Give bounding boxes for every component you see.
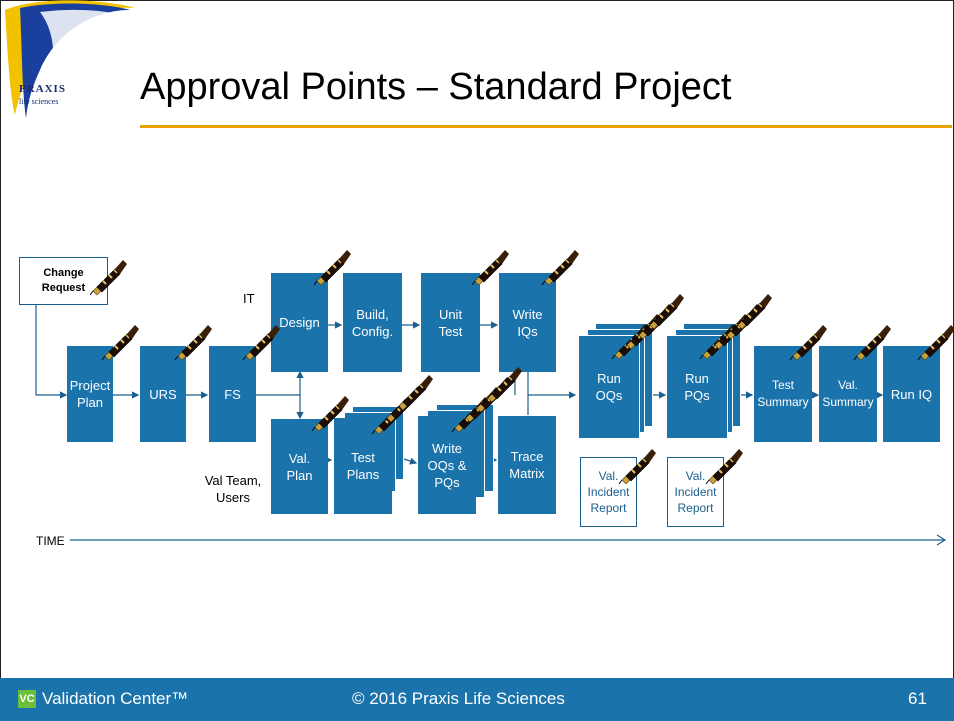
unit-test-box: Unit Test: [421, 273, 480, 372]
fountain-pen-icon: [311, 395, 350, 432]
fountain-pen-icon: [705, 448, 744, 485]
fountain-pen-icon: [471, 249, 510, 286]
fountain-pen-icon: [242, 324, 281, 361]
val-summary-box: Val. Summary: [819, 346, 877, 442]
design-box: Design: [271, 273, 328, 372]
footer-bar: VC Validation Center™ © 2016 Praxis Life…: [0, 678, 954, 721]
fountain-pen-icon: [789, 324, 828, 361]
fountain-pen-icon: [174, 324, 213, 361]
fountain-pen-icon: [395, 374, 434, 411]
title-underline: [140, 125, 952, 128]
val-team-label: Val Team, Users: [204, 473, 262, 505]
change-request-box: Change Request: [19, 257, 108, 305]
time-label: TIME: [36, 534, 65, 548]
val-incident-report-box-1: Val. Incident Report: [580, 457, 637, 527]
write-iqs-box: Write IQs: [499, 273, 556, 372]
logo-subtitle: life sciences: [19, 97, 59, 106]
logo-name: PRAXIS: [19, 83, 66, 95]
slide-title: Approval Points – Standard Project: [140, 66, 732, 108]
validation-center-logo: VC: [18, 690, 36, 708]
project-plan-box: Project Plan: [67, 346, 113, 442]
fs-box: FS: [209, 346, 256, 442]
run-oqs-box: Run OQs: [578, 335, 640, 439]
fountain-pen-icon: [734, 293, 773, 330]
test-summary-box: Test Summary: [754, 346, 812, 442]
fountain-pen-icon: [101, 324, 140, 361]
urs-box: URS: [140, 346, 186, 442]
val-plan-box: Val. Plan: [271, 419, 328, 514]
footer-copyright: © 2016 Praxis Life Sciences: [352, 689, 565, 708]
praxis-logo-swoosh: [5, 0, 135, 119]
fountain-pen-icon: [541, 249, 580, 286]
run-pqs-box: Run PQs: [666, 335, 728, 439]
fountain-pen-icon: [618, 448, 657, 485]
fountain-pen-icon: [89, 259, 128, 296]
run-iq-box: Run IQ: [883, 346, 940, 442]
build-config-box: Build, Config.: [343, 273, 402, 372]
footer-brand: Validation Center™: [42, 689, 189, 708]
write-oqs-pqs-box: Write OQs & PQs: [418, 416, 476, 514]
test-plans-box: Test Plans: [334, 418, 392, 514]
fountain-pen-icon: [853, 324, 892, 361]
fountain-pen-icon: [484, 366, 523, 403]
trace-matrix-box: Trace Matrix: [498, 416, 556, 514]
fountain-pen-icon: [646, 293, 685, 330]
page-number: 61: [908, 689, 927, 708]
it-label: IT: [243, 291, 255, 306]
fountain-pen-icon: [917, 324, 954, 361]
val-incident-report-box-2: Val. Incident Report: [667, 457, 724, 527]
fountain-pen-icon: [313, 249, 352, 286]
